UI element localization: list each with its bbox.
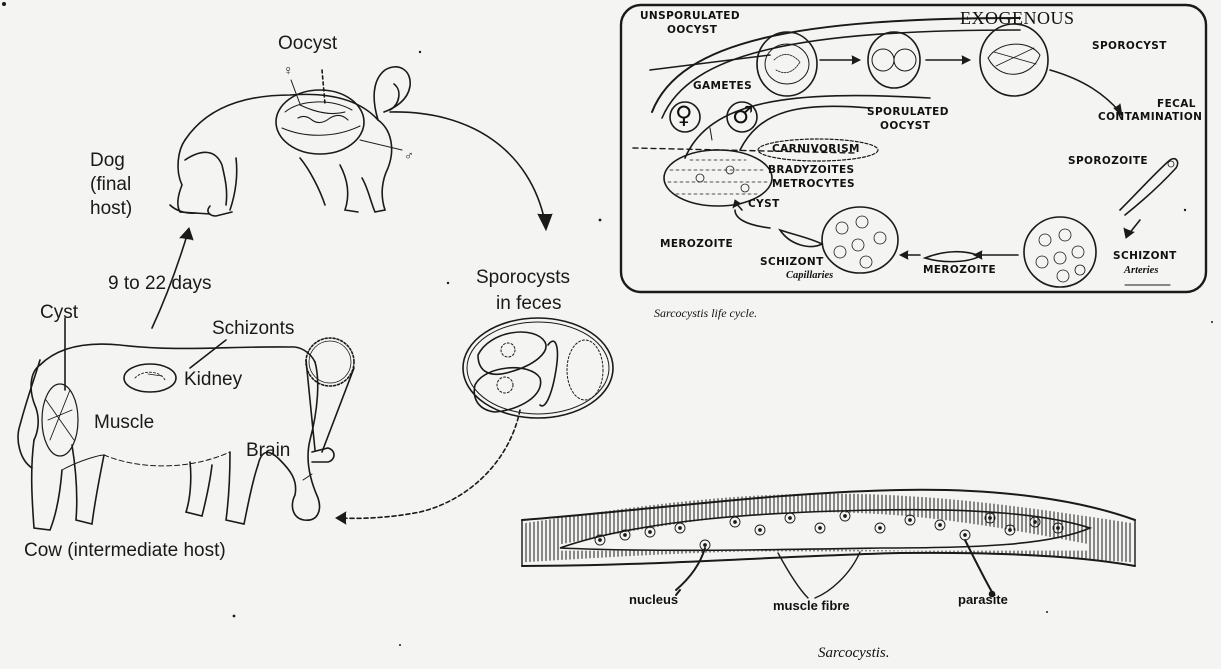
label-cow: Cow (intermediate host)	[24, 540, 226, 562]
cyst-nucleus-core-0	[599, 539, 602, 542]
cyst-nucleus-core-1	[624, 534, 627, 537]
arrow-feces-to-cow	[340, 410, 520, 518]
caption-sarcocystis: Sarcocystis.	[818, 645, 890, 662]
label-schizont-arteries: SCHIZONT	[1113, 250, 1177, 262]
label-unsporulated: UNSPORULATED	[640, 10, 740, 22]
label-host: host)	[90, 198, 132, 220]
label-sporozoite: SPOROZOITE	[1068, 155, 1148, 167]
cyst-nucleus-core-12	[939, 524, 942, 527]
cyst-nucleus-core-15	[1009, 529, 1012, 532]
label-sporocysts: Sporocysts	[476, 267, 570, 289]
cyst-nucleus-core-7	[789, 517, 792, 520]
label-cyst-box: CYST	[748, 198, 780, 210]
label-metrocytes: METROCYTES	[772, 178, 855, 190]
female-symbol: ♀	[283, 62, 294, 78]
cyst-nucleus-core-5	[734, 521, 737, 524]
muscle-fibre-drawing	[522, 490, 1135, 598]
cyst-nucleus-core-6	[759, 529, 762, 532]
cow-drawing	[18, 318, 354, 530]
label-dog: Dog	[90, 150, 125, 172]
male-symbol: ♂	[404, 148, 414, 163]
cyst-nucleus-core-13	[964, 534, 967, 537]
label-muscle: Muscle	[94, 412, 154, 434]
cyst-nucleus-core-2	[649, 531, 652, 534]
label-fecal: FECAL	[1157, 98, 1196, 110]
label-capillaries: Capillaries	[786, 270, 833, 281]
label-unsporulated-oocyst: OOCYST	[667, 24, 717, 36]
cyst-nucleus-core-16	[1034, 521, 1037, 524]
cyst-nucleus-core-10	[879, 527, 882, 530]
cyst-nucleus-core-3	[679, 527, 682, 530]
label-parasite: parasite	[958, 592, 1008, 607]
cyst-nucleus-core-9	[844, 515, 847, 518]
label-sporulated-oocyst: OOCYST	[880, 120, 930, 132]
label-carnivorism: CARNIVORISM	[772, 143, 860, 155]
cyst-nucleus-core-8	[819, 527, 822, 530]
cyst-nucleus-core-17	[1057, 527, 1060, 530]
label-muscle-fibre: muscle fibre	[773, 598, 850, 613]
cyst-nucleus-core-14	[989, 517, 992, 520]
label-schizonts: Schizonts	[212, 318, 294, 340]
label-merozoite-mid: MEROZOITE	[923, 264, 996, 276]
label-gametes: GAMETES	[693, 80, 752, 92]
caption-life-cycle: Sarcocystis life cycle.	[654, 306, 757, 321]
sporocyst-oval	[463, 318, 613, 418]
label-cyst: Cyst	[40, 302, 78, 324]
label-schizont-capillaries: SCHIZONT	[760, 256, 824, 268]
label-final: (final	[90, 174, 131, 196]
label-merozoite-left: MEROZOITE	[660, 238, 733, 250]
label-brain: Brain	[246, 440, 290, 462]
label-sporulated: SPORULATED	[867, 106, 949, 118]
label-sporocyst: SPOROCYST	[1092, 40, 1167, 52]
label-bradyzoites: BRADYZOITES	[768, 164, 855, 176]
label-nucleus: nucleus	[629, 592, 678, 607]
cyst-nucleus-core-4	[704, 544, 707, 547]
gamete-female-icon: ♀	[675, 101, 693, 129]
label-contamination: CONTAMINATION	[1098, 111, 1202, 123]
cyst-nucleus-core-11	[909, 519, 912, 522]
dog-drawing	[170, 67, 410, 216]
label-kidney: Kidney	[184, 369, 242, 391]
label-arteries: Arteries	[1124, 265, 1158, 276]
arrow-dog-to-feces	[390, 112, 545, 222]
gamete-male-icon: ♂	[732, 101, 754, 129]
label-exogenous: EXOGENOUS	[960, 8, 1075, 29]
label-days: 9 to 22 days	[108, 273, 212, 295]
label-in-feces: in feces	[496, 293, 561, 315]
label-oocyst: Oocyst	[278, 33, 337, 55]
